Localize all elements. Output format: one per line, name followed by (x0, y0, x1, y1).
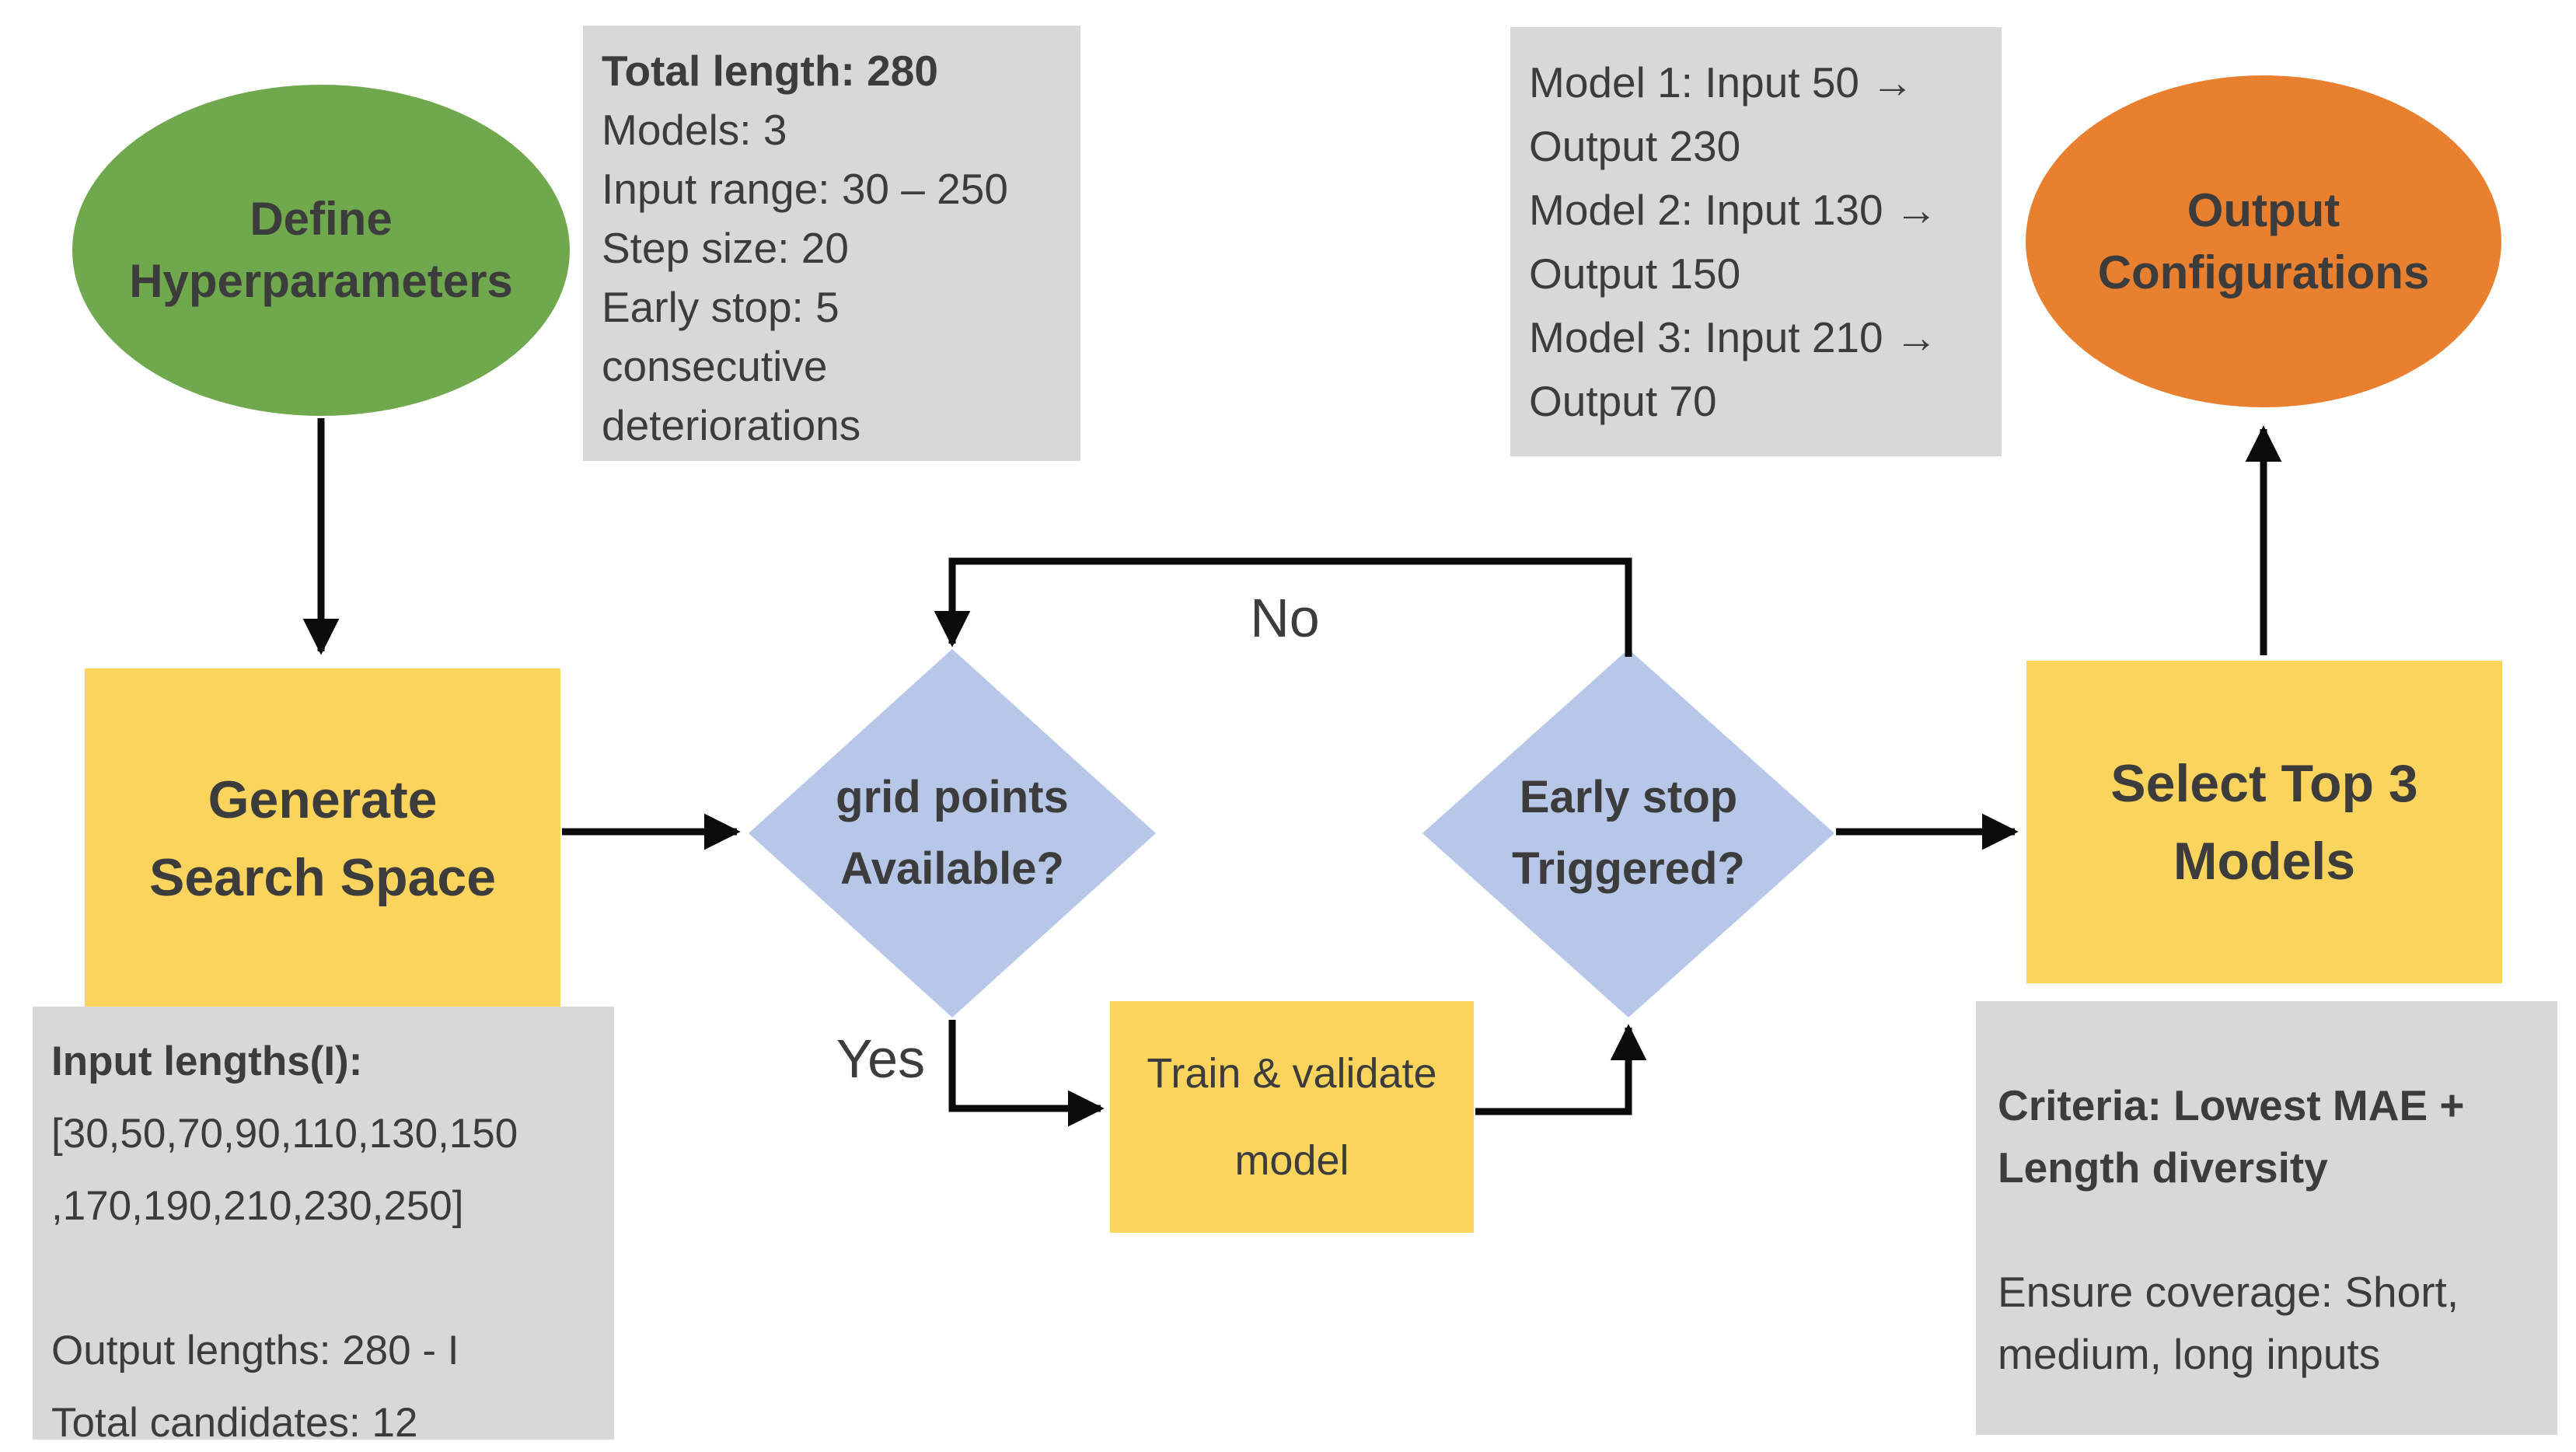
note-line: Ensure coverage: Short, (1998, 1268, 2459, 1316)
arrow-train-to-earlystop (1475, 1024, 1647, 1115)
note-line: Input range: 30 – 250 (602, 165, 1008, 213)
note-line: medium, long inputs (1998, 1330, 2381, 1378)
note-line: Total candidates: 12 (51, 1400, 418, 1446)
note-line: deteriorations (602, 401, 861, 449)
arrow-yes-gridpoints-to-train (948, 1020, 1105, 1127)
note-line: Length diversity (1998, 1143, 2328, 1192)
note-line: Models: 3 (602, 106, 787, 154)
note-line: Output 70 (1529, 377, 1717, 425)
note-line: Model 3: Input 210 → (1529, 313, 1938, 361)
node-label: Define (250, 193, 393, 245)
note-line: Model 1: Input 50 → (1529, 58, 1915, 106)
node-select-top-3-models: Select Top 3 Models (2026, 661, 2502, 983)
decision-grid-points-available: grid points Available? (749, 649, 1156, 1017)
note-line: Step size: 20 (602, 224, 849, 272)
node-label: Output (2187, 183, 2340, 236)
node-define-hyperparameters: Define Hyperparameters (72, 85, 570, 416)
edge-label-yes: Yes (836, 1028, 926, 1089)
node-output-configurations: Output Configurations (2026, 75, 2501, 407)
note-line: consecutive (602, 342, 828, 390)
note-hyperparameters: Total length: 280 Models: 3 Input range:… (583, 26, 1080, 461)
note-line: [30,50,70,90,110,130,150 (51, 1111, 518, 1157)
node-label: Configurations (2097, 246, 2430, 298)
note-line: Total length: 280 (602, 47, 938, 95)
note-line: Output lengths: 280 - I (51, 1328, 459, 1373)
decision-early-stop-triggered: Early stop Triggered? (1422, 649, 1834, 1017)
node-label: Generate (208, 770, 438, 829)
note-line: ,170,190,210,230,250] (51, 1183, 464, 1229)
node-generate-search-space: Generate Search Space (85, 668, 560, 1009)
node-label: Search Space (148, 848, 497, 907)
decision-label: Available? (840, 843, 1064, 894)
node-label: Train & validate (1147, 1050, 1437, 1097)
note-model-configurations: Model 1: Input 50 → Output 230 Model 2: … (1510, 27, 2002, 456)
note-line-blank (51, 1242, 614, 1314)
node-label: Hyperparameters (129, 255, 513, 307)
note-line: Output 150 (1529, 250, 1741, 298)
edge-label-no: No (1250, 588, 1320, 648)
node-label: Select Top 3 (2110, 753, 2418, 813)
note-line: Criteria: Lowest MAE + (1998, 1081, 2465, 1129)
note-line-blank (1998, 1199, 2557, 1261)
note-line: Output 230 (1529, 122, 1741, 170)
decision-label: grid points (836, 772, 1069, 822)
note-selection-criteria: Criteria: Lowest MAE + Length diversity … (1976, 1001, 2557, 1435)
node-train-validate-model: Train & validate model (1110, 1001, 1474, 1233)
note-line: Early stop: 5 (602, 283, 839, 331)
node-label: Models (2173, 831, 2356, 891)
node-label: model (1234, 1137, 1349, 1184)
decision-label: Triggered? (1512, 843, 1745, 894)
note-line: Model 2: Input 130 → (1529, 186, 1938, 234)
decision-label: Early stop (1519, 772, 1738, 822)
note-line: Input lengths(I): (51, 1038, 363, 1084)
note-search-space: Input lengths(I): [30,50,70,90,110,130,1… (33, 1007, 614, 1446)
